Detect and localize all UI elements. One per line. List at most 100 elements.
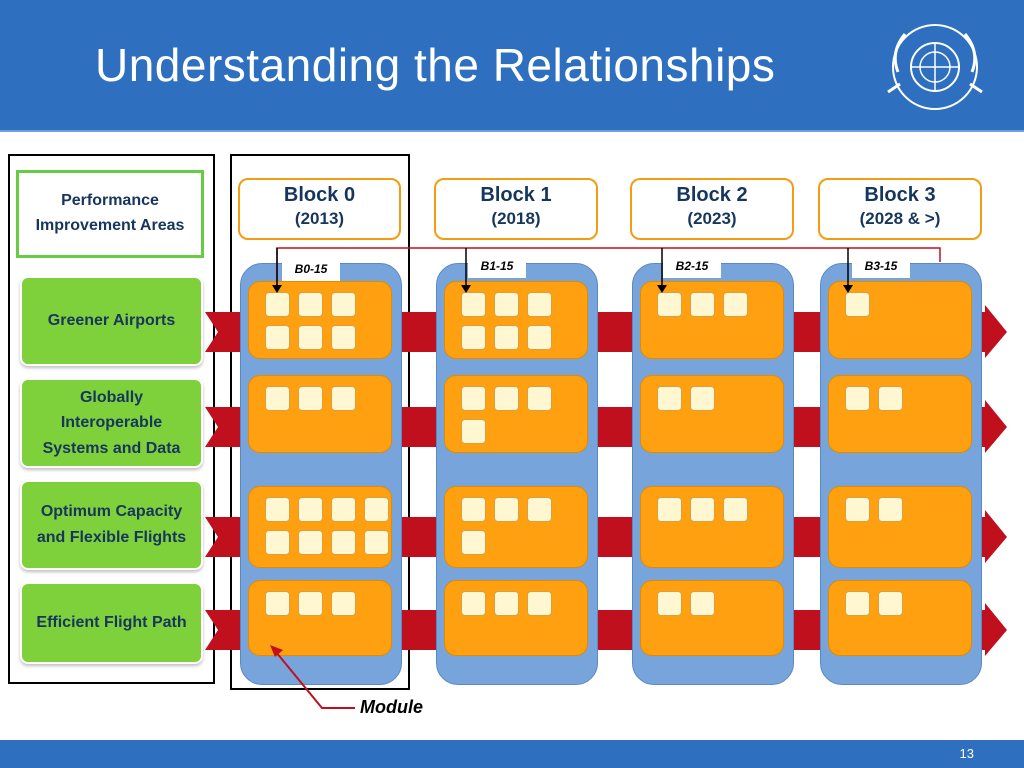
block-1-code: B1-15: [468, 254, 526, 278]
module-square: [298, 292, 323, 317]
block-2-row-3-cell: [640, 486, 784, 568]
module-square: [878, 497, 903, 522]
block-0-header: Block 0 (2013): [238, 178, 401, 240]
module-square: [690, 292, 715, 317]
module-label: Module: [360, 697, 423, 717]
module-square: [845, 591, 870, 616]
module-square: [364, 497, 389, 522]
block-0-row-1-cell: [248, 281, 392, 359]
pia-greener-airports: Greener Airports: [20, 276, 203, 366]
footer-bar: 13: [0, 740, 1024, 768]
block-1-name: Block 1: [480, 184, 552, 206]
module-square: [690, 497, 715, 522]
module-square: [331, 497, 356, 522]
module-square: [461, 591, 486, 616]
module-square: [364, 530, 389, 555]
block-1-row-4-cell: [444, 580, 588, 656]
module-square: [298, 530, 323, 555]
pia-interoperable-systems: Globally Interoperable Systems and Data: [20, 378, 203, 468]
module-square: [723, 292, 748, 317]
block-2-name: Block 2: [676, 184, 748, 206]
module-square: [527, 325, 552, 350]
module-square: [494, 497, 519, 522]
module-square: [657, 591, 682, 616]
module-square: [461, 325, 486, 350]
block-2-header: Block 2 (2023): [630, 178, 794, 240]
module-square: [527, 292, 552, 317]
block-3-row-4-cell: [828, 580, 972, 656]
pia-efficient-flight-path: Efficient Flight Path: [20, 582, 203, 664]
block-2-row-2-cell: [640, 375, 784, 453]
module-square: [265, 292, 290, 317]
block-0-year: (2013): [294, 209, 345, 228]
module-square: [845, 292, 870, 317]
block-0-code: B0-15: [282, 257, 340, 281]
module-square: [494, 325, 519, 350]
module-square: [690, 591, 715, 616]
module-square: [331, 530, 356, 555]
module-square: [878, 591, 903, 616]
module-square: [690, 386, 715, 411]
module-square: [461, 419, 486, 444]
module-square: [657, 292, 682, 317]
header-bar: Understanding the Relationships: [0, 0, 1024, 130]
module-square: [298, 386, 323, 411]
arrow-row-3: [205, 510, 1007, 563]
arrowhead-b3: [843, 285, 853, 293]
module-square: [298, 497, 323, 522]
block-2-row-4-cell: [640, 580, 784, 656]
arrow-row-4: [205, 603, 1007, 656]
module-square: [331, 591, 356, 616]
module-square: [494, 591, 519, 616]
block-0-row-3-cell: [248, 486, 392, 568]
module-square: [265, 497, 290, 522]
module-square: [878, 386, 903, 411]
module-square: [527, 386, 552, 411]
block-1-row-3-cell: [444, 486, 588, 568]
module-square: [265, 386, 290, 411]
block-1-header: Block 1 (2018): [434, 178, 598, 240]
arrow-row-2: [205, 400, 1007, 453]
block-1-year: (2018): [491, 209, 541, 228]
module-square: [461, 292, 486, 317]
module-square: [723, 497, 748, 522]
block-3-row-2-cell: [828, 375, 972, 453]
module-square: [657, 386, 682, 411]
module-square: [331, 386, 356, 411]
module-square: [657, 497, 682, 522]
header-divider: [0, 130, 1024, 132]
module-square: [527, 497, 552, 522]
module-square: [527, 591, 552, 616]
block-3-name: Block 3: [864, 184, 936, 206]
module-square: [845, 497, 870, 522]
pia-title: Performance Improvement Areas: [16, 170, 204, 258]
module-pointer: [275, 651, 355, 709]
block-3-row-1-cell: [828, 281, 972, 359]
module-square: [461, 497, 486, 522]
block-3-year: (2028 & >): [859, 209, 941, 228]
module-pointer-head: [270, 645, 283, 657]
block-1-row-1-cell: [444, 281, 588, 359]
block-0-row-4-cell: [248, 580, 392, 656]
slide-title: Understanding the Relationships: [95, 39, 776, 91]
arrowhead-b0: [272, 285, 282, 293]
arrowhead-b2: [657, 285, 667, 293]
module-square: [265, 591, 290, 616]
block-2-row-1-cell: [640, 281, 784, 359]
module-square: [331, 292, 356, 317]
block-0-name: Block 0: [283, 184, 356, 206]
block-3-row-3-cell: [828, 486, 972, 568]
page-number: 13: [959, 746, 974, 761]
block-2-year: (2023): [687, 209, 737, 228]
block-0-row-2-cell: [248, 375, 392, 453]
block-2-code: B2-15: [663, 254, 721, 278]
arrow-row-1: [205, 305, 1007, 358]
module-square: [265, 325, 290, 350]
block-3-code: B3-15: [852, 254, 910, 278]
block-connector: [276, 247, 941, 290]
module-square: [298, 325, 323, 350]
module-square: [461, 386, 486, 411]
pia-optimum-capacity: Optimum Capacity and Flexible Flights: [20, 480, 203, 570]
icao-logo: [887, 24, 983, 110]
